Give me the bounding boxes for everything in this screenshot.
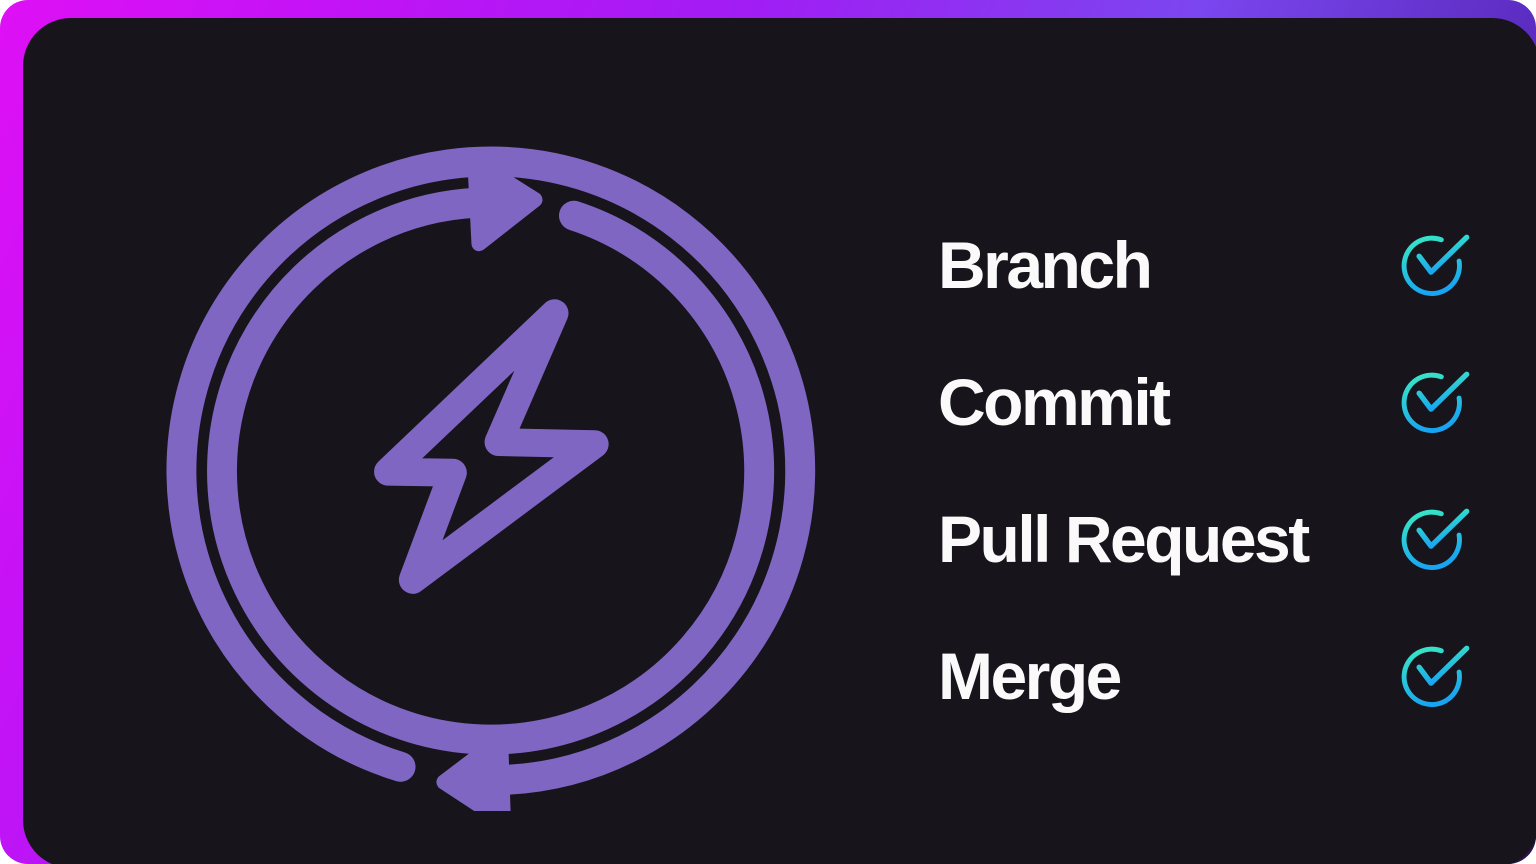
checklist-item-label: Pull Request	[938, 501, 1310, 576]
checklist-item-label: Merge	[938, 638, 1122, 713]
arrowhead-top	[467, 154, 543, 252]
inner-cycle-arc	[207, 187, 775, 755]
sync-cycle-lightning-icon	[151, 131, 831, 811]
card: Branch Commit Pull Req	[23, 18, 1536, 864]
checklist-item-label: Commit	[938, 364, 1171, 439]
check-circle-icon	[1397, 501, 1473, 577]
check-circle-icon	[1397, 227, 1473, 303]
check-circle-icon	[1397, 364, 1473, 440]
check-circle-icon	[1397, 638, 1473, 714]
checklist: Branch Commit Pull Req	[938, 196, 1473, 744]
checklist-item: Commit	[938, 333, 1473, 470]
checklist-item: Merge	[938, 607, 1473, 744]
checklist-item-label: Branch	[938, 227, 1153, 302]
checklist-item: Pull Request	[938, 470, 1473, 607]
lightning-bolt	[374, 299, 609, 594]
checklist-item: Branch	[938, 196, 1473, 333]
outer-cycle-arc	[166, 146, 816, 796]
arrowhead-bottom	[436, 731, 511, 811]
